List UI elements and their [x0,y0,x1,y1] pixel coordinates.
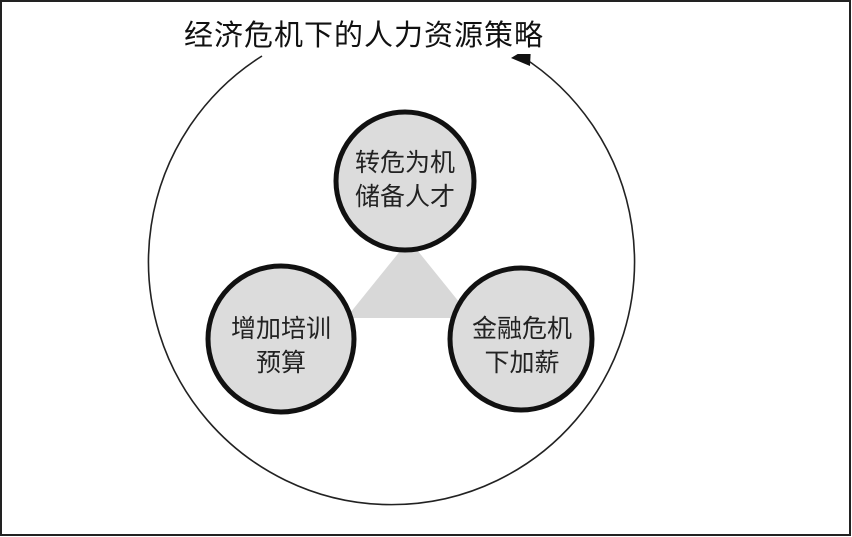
node-label-right: 金融危机 下加薪 [451,312,593,380]
node-circle-top [333,109,477,253]
node-right-line1: 金融危机 [471,314,572,343]
node-left-line1: 增加培训 [230,314,331,343]
node-right-line2: 下加薪 [484,348,560,377]
node-circle-left [205,263,357,415]
cycle-arc [147,55,636,506]
node-label-top: 转危为机 储备人才 [336,146,474,214]
center-triangle [346,240,472,318]
node-left-line2: 预算 [255,348,306,377]
node-label-left: 增加培训 预算 [210,312,352,380]
node-top-line1: 转危为机 [354,148,455,177]
node-top-line2: 储备人才 [354,182,455,211]
node-circle-right [447,265,595,413]
diagram-title: 经济危机下的人力资源策略 [178,12,551,54]
